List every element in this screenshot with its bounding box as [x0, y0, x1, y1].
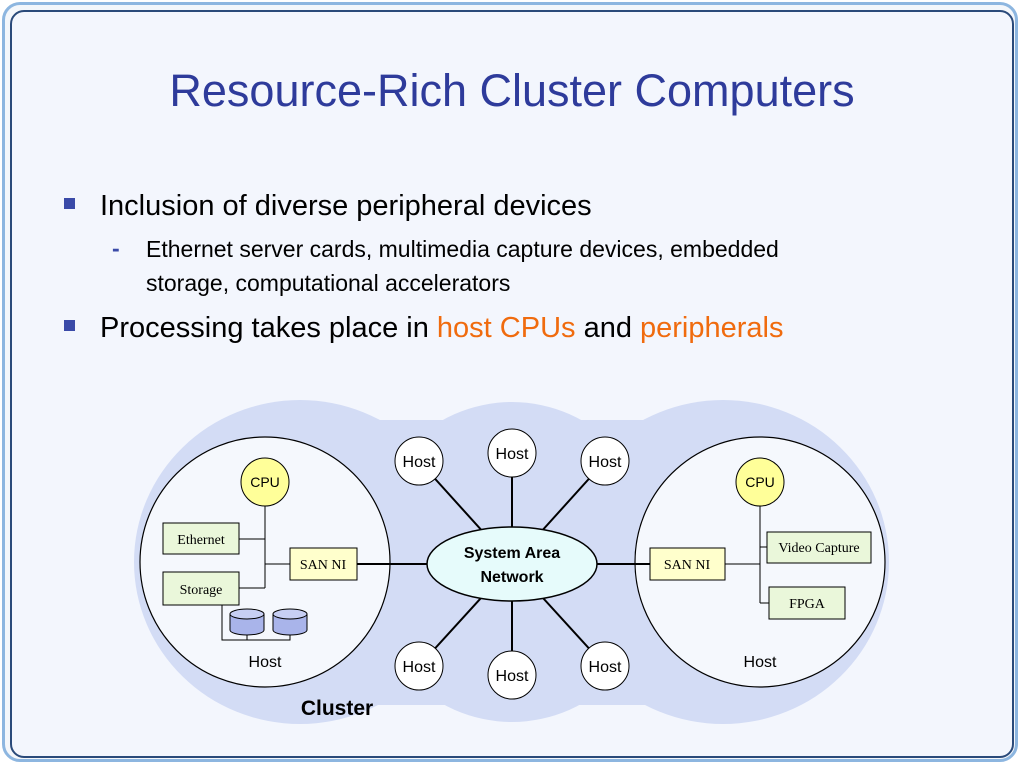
bullet-1-text: Inclusion of diverse peripheral devices [100, 190, 592, 222]
host-node-label: Host [403, 659, 436, 676]
host-node: Host [580, 436, 630, 486]
slide-title: Resource-Rich Cluster Computers [169, 65, 855, 116]
network-label-line1: System Area [464, 545, 560, 562]
highlight-peripherals: peripherals [640, 312, 784, 344]
host-node: Host [580, 641, 630, 691]
ethernet-box [162, 522, 240, 555]
disk-icon [272, 608, 308, 636]
host-node-label: Host [589, 659, 622, 676]
host-node: Host [487, 428, 537, 478]
left-host-wiring [221, 497, 291, 641]
right-san-ni-label: SAN NI [664, 558, 711, 573]
ethernet-label: Ethernet [177, 533, 225, 548]
host-node-label: Host [403, 454, 436, 471]
right-cpu-circle [735, 457, 785, 507]
disk-icon [229, 608, 265, 636]
network-label-line2: Network [480, 569, 543, 586]
dash-bullet-icon: - [112, 235, 120, 261]
left-cpu-circle [240, 457, 290, 507]
highlight-host-cpus: host CPUs [436, 312, 576, 344]
square-bullet-icon [64, 198, 75, 209]
left-san-ni-box [289, 547, 358, 581]
bullet-2-text-start: Processing takes place in [100, 312, 437, 344]
square-bullet-icon [64, 320, 75, 331]
right-san-ni-box [649, 547, 726, 581]
right-host-wiring [725, 497, 769, 604]
storage-box [162, 571, 240, 606]
host-node-label: Host [496, 446, 529, 463]
system-area-network-node [426, 526, 598, 602]
left-san-ni-label: SAN NI [300, 558, 347, 573]
left-host-label: Host [249, 654, 282, 671]
left-cpu-label: CPU [250, 474, 280, 490]
host-node: Host [394, 641, 444, 691]
right-host-label: Host [744, 654, 777, 671]
sub-bullet-1-text: Ethernet server cards, multimedia captur… [146, 236, 779, 296]
bullet-2-text-middle: and [575, 312, 641, 344]
cluster-label: Cluster [301, 697, 373, 720]
storage-label: Storage [180, 583, 223, 598]
host-node: Host [487, 650, 537, 700]
host-node-label: Host [589, 454, 622, 471]
host-node: Host [394, 436, 444, 486]
video-capture-box [766, 531, 872, 564]
fpga-label: FPGA [789, 597, 826, 612]
video-capture-label: Video Capture [778, 541, 859, 556]
fpga-box [768, 586, 846, 620]
host-node-label: Host [496, 668, 529, 685]
right-cpu-label: CPU [745, 474, 775, 490]
bullet-2-text: Processing takes place in host CPUs and … [100, 312, 784, 345]
